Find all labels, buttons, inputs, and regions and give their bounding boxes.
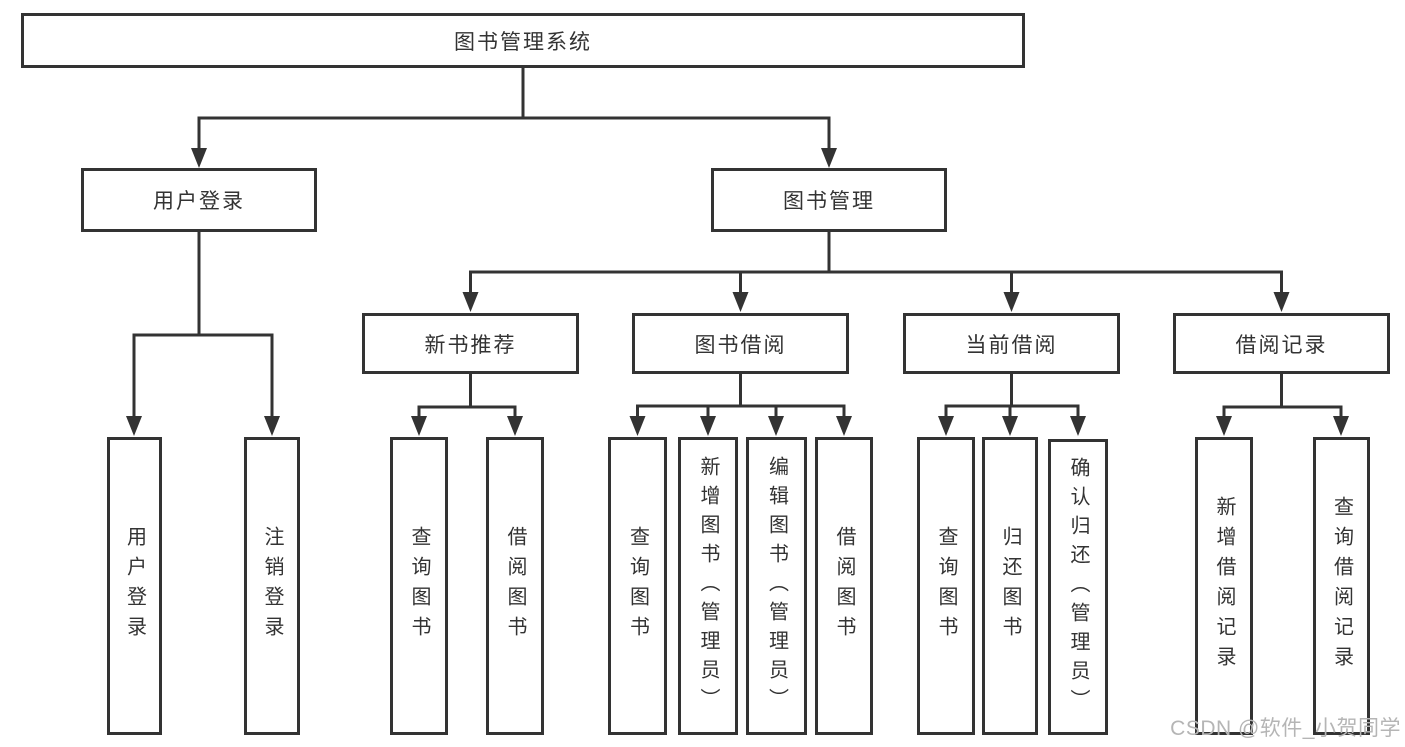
node-book-management-branch: 图书管理	[711, 168, 947, 232]
leaf-query-borrow-record: 查询借阅记录	[1313, 437, 1370, 735]
leaf-confirm-return-admin: 确认归还（管理员）	[1048, 439, 1108, 735]
leaf-add-book-admin: 新增图书（管理员）	[678, 437, 738, 735]
leaf-logout: 注销登录	[244, 437, 300, 735]
node-current-borrow: 当前借阅	[903, 313, 1120, 374]
node-root-library-system: 图书管理系统	[21, 13, 1025, 68]
node-book-borrow: 图书借阅	[632, 313, 849, 374]
leaf-query-book-borrow: 查询图书	[608, 437, 667, 735]
leaf-add-borrow-record: 新增借阅记录	[1195, 437, 1253, 735]
leaf-user-login: 用户登录	[107, 437, 162, 735]
leaf-borrow-book-recommend: 借阅图书	[486, 437, 544, 735]
node-user-login-branch: 用户登录	[81, 168, 317, 232]
connector-book-mgmt-to-level3	[462, 230, 1290, 312]
leaf-edit-book-admin: 编辑图书（管理员）	[746, 437, 807, 735]
connector-root-to-level2	[191, 66, 837, 168]
leaf-query-book-current: 查询图书	[917, 437, 975, 735]
connector-current-borrow-to-leaves	[938, 372, 1086, 436]
connector-book-borrow-to-leaves	[629, 372, 852, 436]
node-new-book-recommend: 新书推荐	[362, 313, 579, 374]
node-borrow-records: 借阅记录	[1173, 313, 1390, 374]
connector-user-login-to-leaves	[126, 230, 280, 436]
connector-borrow-records-to-leaves	[1216, 372, 1349, 436]
leaf-query-book-recommend: 查询图书	[390, 437, 448, 735]
connector-new-book-to-leaves	[411, 372, 523, 436]
csdn-watermark: CSDN @软件_小贺同学	[1170, 717, 1401, 740]
leaf-return-book: 归还图书	[982, 437, 1038, 735]
leaf-borrow-book: 借阅图书	[815, 437, 873, 735]
